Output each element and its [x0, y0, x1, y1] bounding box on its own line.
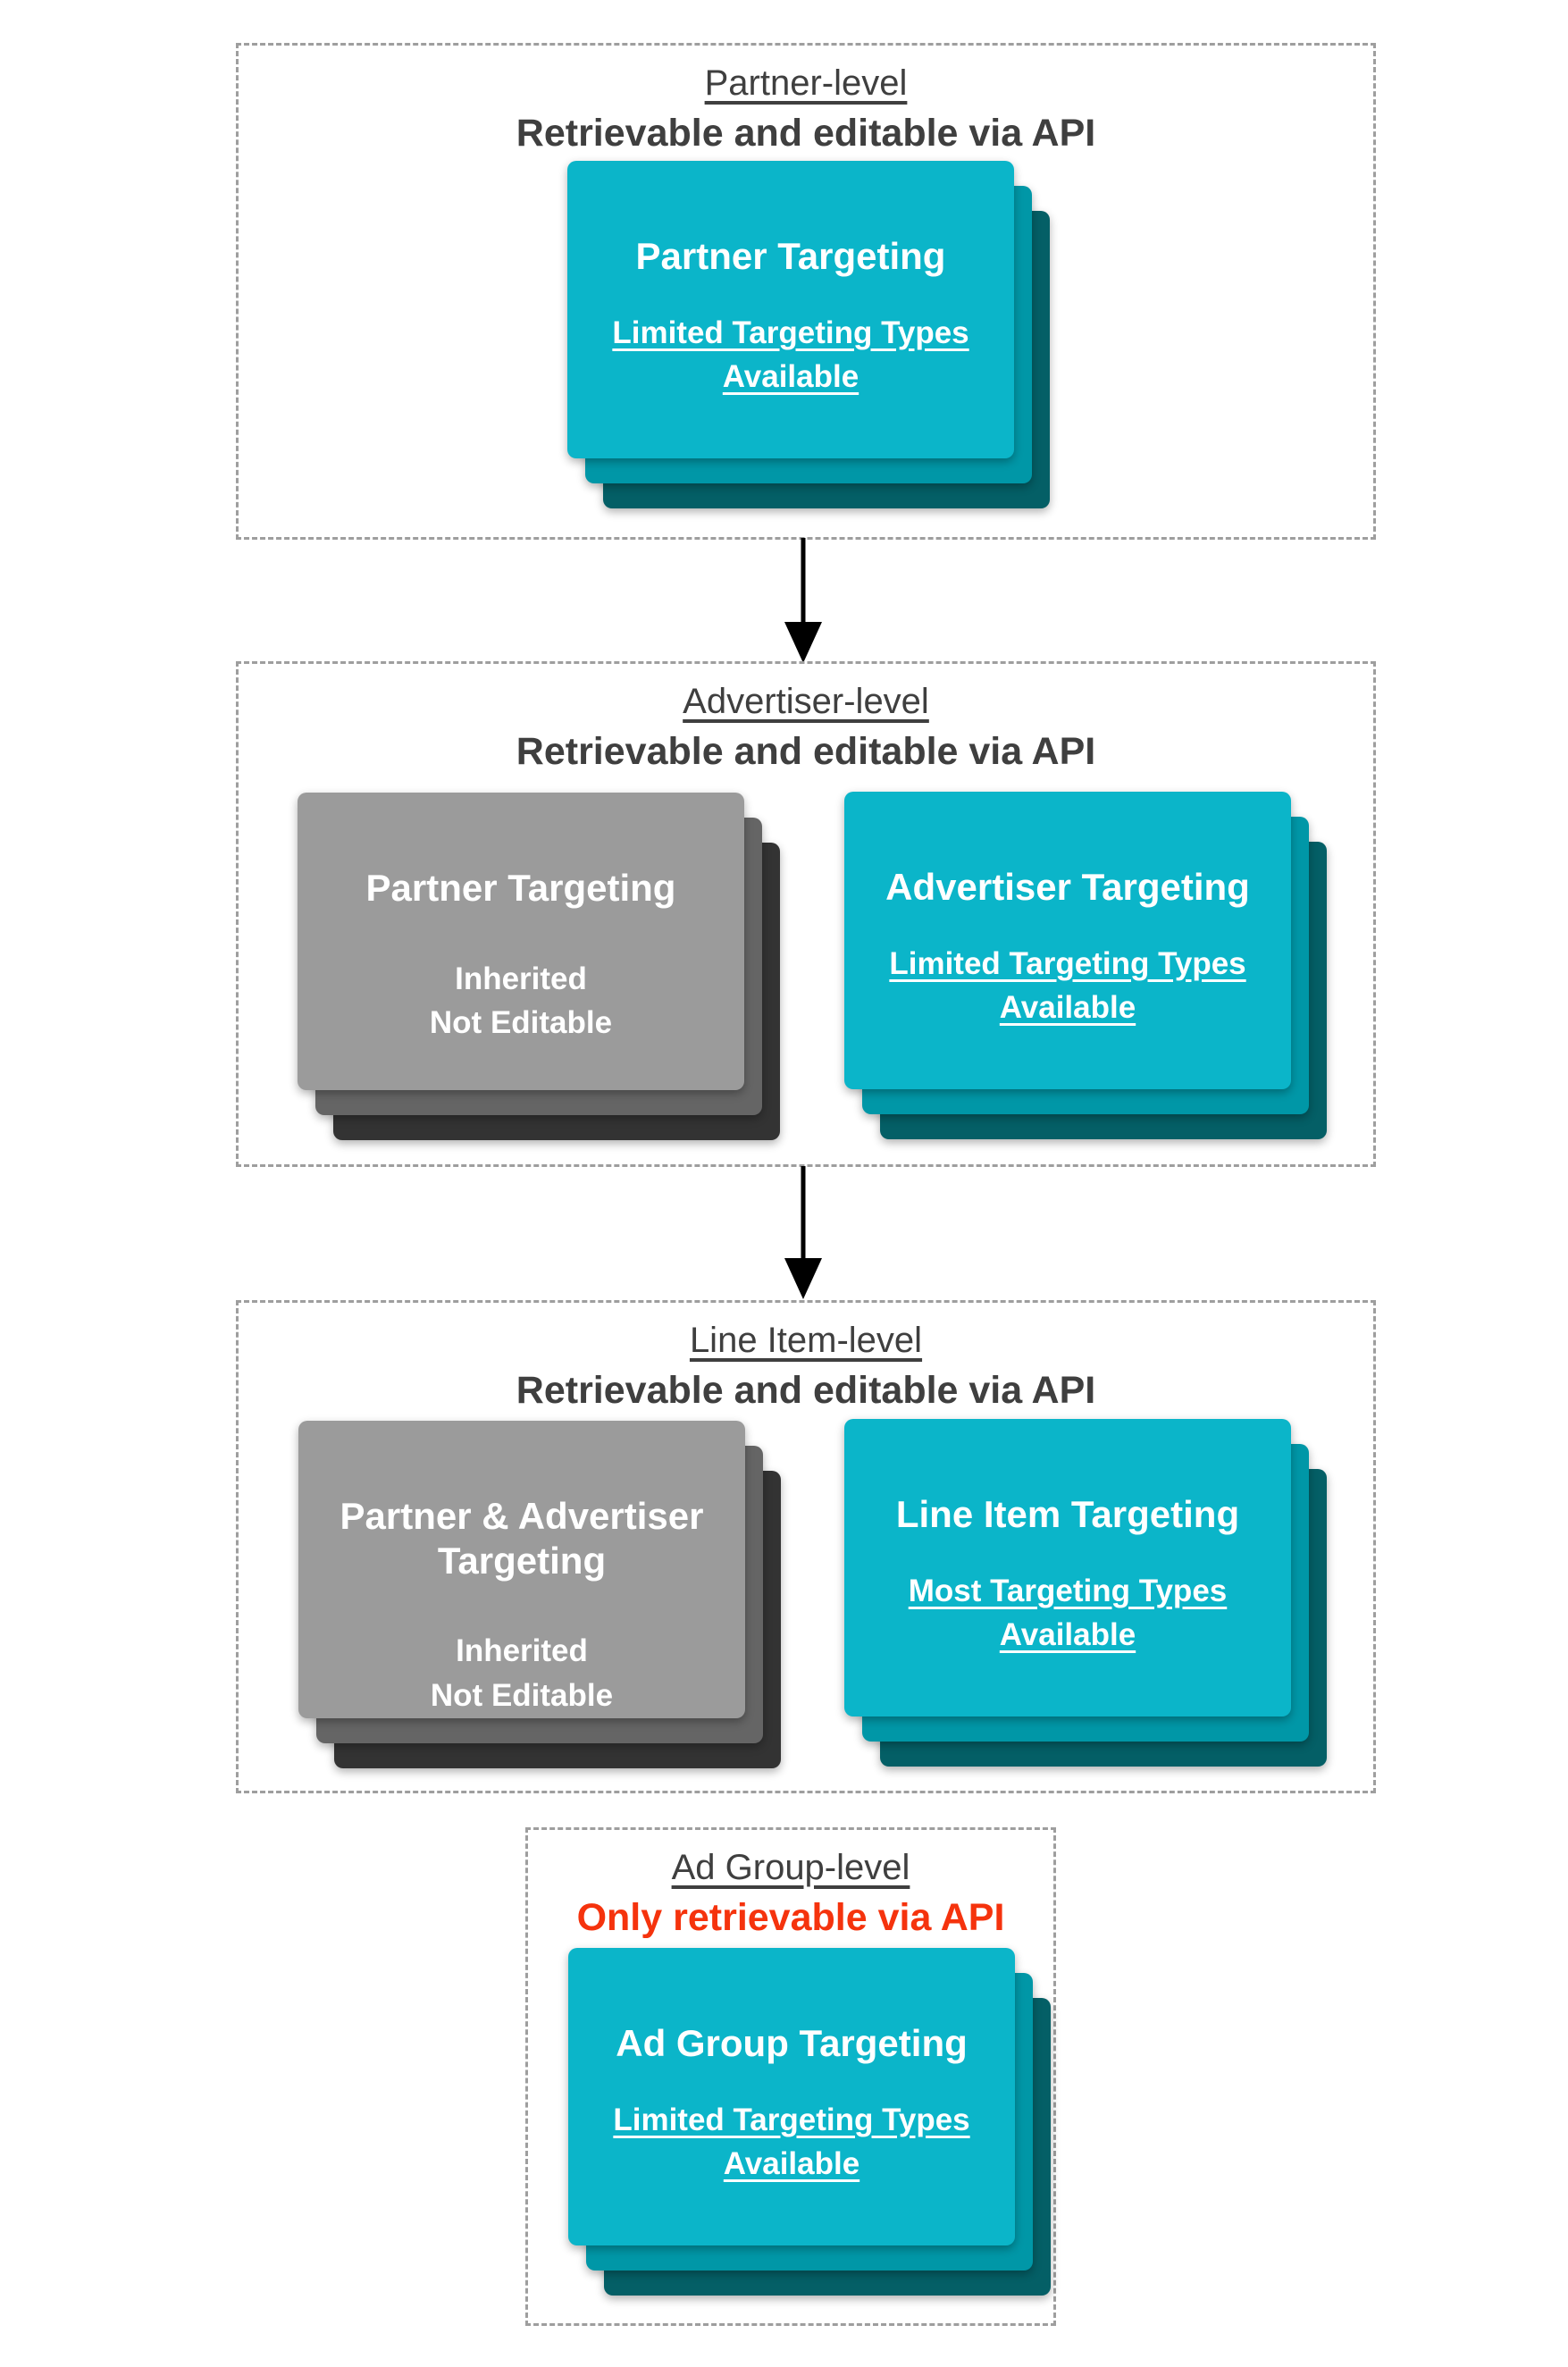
card-subtitle: Inherited Not Editable [431, 1629, 613, 1717]
card-title: Advertiser Targeting [885, 866, 1250, 908]
arrow-shaft [801, 1166, 806, 1260]
flow-arrow-advertiser-to-line-item [784, 1166, 823, 1299]
section-advertiser-level: Advertiser-level Retrievable and editabl… [236, 661, 1376, 1167]
ad-group-level-title: Ad Group-level [671, 1848, 910, 1887]
partner-targeting-card-stack: Partner Targeting Limited Targeting Type… [567, 161, 1050, 509]
inherited-partner-advertiser-targeting-card-stack: Partner & Advertiser Targeting Inherited… [298, 1421, 781, 1769]
inherited-partner-targeting-card: Partner Targeting Inherited Not Editable [298, 793, 744, 1090]
partner-level-title: Partner-level [704, 63, 908, 103]
card-subtitle-line: Inherited [455, 961, 587, 996]
card-subtitle: Most Targeting Types Available [908, 1573, 1228, 1653]
section-line-item-level: Line Item-level Retrievable and editable… [236, 1300, 1376, 1793]
ad-group-targeting-card: Ad Group Targeting Limited Targeting Typ… [568, 1948, 1015, 2245]
advertiser-targeting-card: Advertiser Targeting Limited Targeting T… [844, 792, 1291, 1089]
card-title: Line Item Targeting [895, 1493, 1240, 1535]
section-ad-group-level: Ad Group-level Only retrievable via API [525, 1827, 1056, 2326]
card-title: Ad Group Targeting [616, 2022, 968, 2064]
card-title: Partner & Advertiser Targeting [340, 1495, 704, 1582]
line-item-targeting-card: Line Item Targeting Most Targeting Types… [844, 1419, 1291, 1716]
card-subtitle-line: Not Editable [429, 1005, 613, 1041]
card-subtitle: Limited Targeting Types Available [612, 315, 969, 395]
arrow-head-icon [784, 1258, 822, 1299]
line-item-level-title: Line Item-level [689, 1321, 923, 1360]
line-item-level-subtitle: Retrievable and editable via API [516, 1369, 1096, 1412]
flow-arrow-partner-to-advertiser [784, 538, 823, 663]
inherited-partner-advertiser-targeting-card: Partner & Advertiser Targeting Inherited… [298, 1421, 745, 1718]
card-title: Partner Targeting [365, 867, 676, 909]
arrow-head-icon [784, 622, 822, 663]
ad-group-level-subtitle: Only retrievable via API [576, 1896, 1005, 1939]
advertiser-level-subtitle: Retrievable and editable via API [516, 730, 1096, 773]
card-subtitle: Inherited Not Editable [430, 957, 612, 1045]
card-subtitle: Limited Targeting Types Available [613, 2102, 970, 2182]
card-subtitle-line: Not Editable [430, 1677, 614, 1713]
card-subtitle-line: Inherited [456, 1633, 588, 1669]
partner-targeting-card: Partner Targeting Limited Targeting Type… [567, 161, 1014, 458]
card-title: Partner Targeting [635, 235, 946, 277]
section-partner-level: Partner-level Retrievable and editable v… [236, 43, 1376, 540]
arrow-shaft [801, 538, 806, 624]
partner-level-subtitle: Retrievable and editable via API [516, 112, 1096, 155]
inherited-partner-targeting-card-stack: Partner Targeting Inherited Not Editable [298, 793, 780, 1141]
advertiser-targeting-card-stack: Advertiser Targeting Limited Targeting T… [844, 792, 1327, 1140]
card-subtitle: Limited Targeting Types Available [889, 945, 1246, 1026]
ad-group-targeting-card-stack: Ad Group Targeting Limited Targeting Typ… [568, 1948, 1051, 2296]
line-item-targeting-card-stack: Line Item Targeting Most Targeting Types… [844, 1419, 1327, 1767]
advertiser-level-title: Advertiser-level [683, 682, 929, 721]
